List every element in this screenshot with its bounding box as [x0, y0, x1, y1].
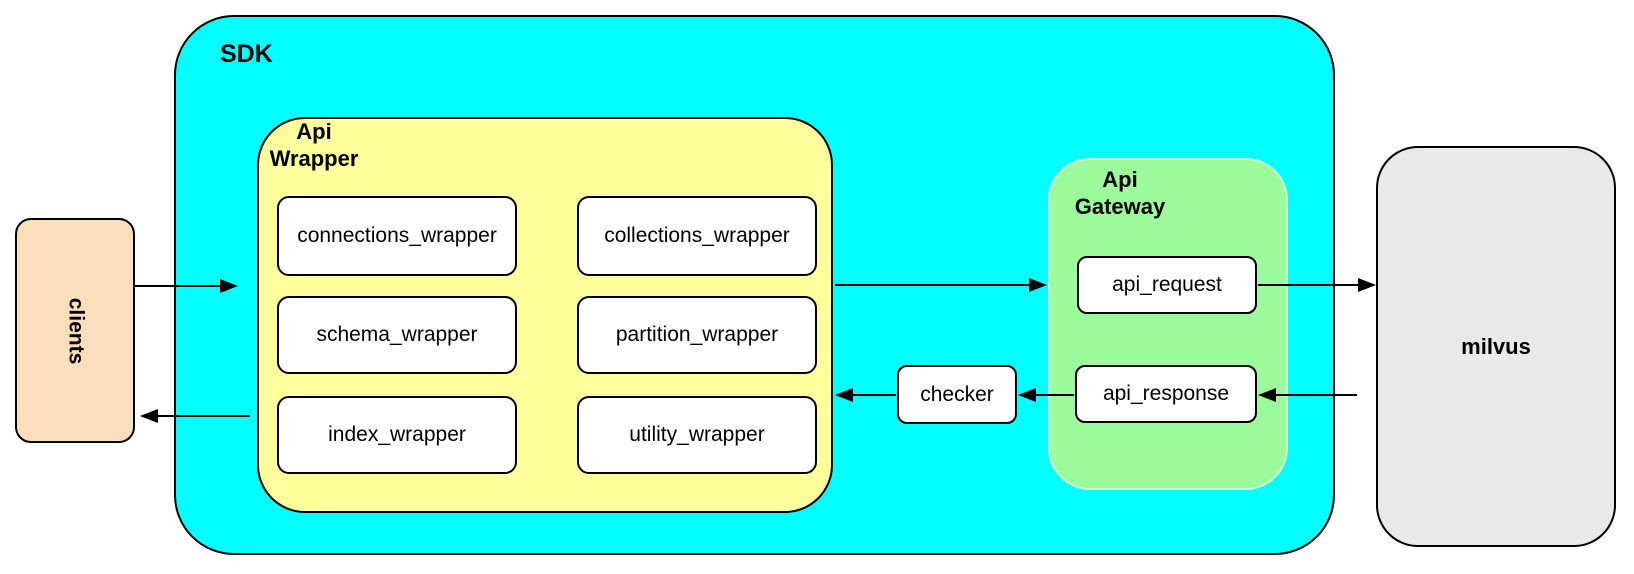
milvus-label: milvus: [1461, 333, 1531, 359]
api-gateway-container: [1048, 158, 1288, 490]
node-schema-wrapper: schema_wrapper: [277, 296, 517, 374]
node-utility-wrapper: utility_wrapper: [577, 396, 817, 474]
api-wrapper-label: Api Wrapper: [256, 119, 372, 173]
api-gateway-label-line2: Gateway: [1074, 193, 1166, 219]
clients-label: clients: [64, 297, 87, 364]
node-partition-wrapper: partition_wrapper: [577, 296, 817, 374]
api-wrapper-label-line2: Wrapper: [269, 145, 359, 171]
node-index-wrapper: index_wrapper: [277, 396, 517, 474]
node-collections-wrapper: collections_wrapper: [577, 196, 817, 276]
api-gateway-label: Api Gateway: [1056, 167, 1184, 221]
node-connections-wrapper: connections_wrapper: [277, 196, 517, 276]
milvus-node: milvus: [1376, 146, 1616, 547]
clients-node: clients: [15, 218, 135, 443]
api-wrapper-label-line1: Api: [296, 119, 332, 144]
node-api-response: api_response: [1075, 365, 1257, 423]
node-api-request: api_request: [1077, 256, 1257, 314]
sdk-label: SDK: [220, 40, 273, 68]
node-checker: checker: [897, 365, 1017, 424]
api-gateway-label-line1: Api: [1102, 167, 1138, 192]
